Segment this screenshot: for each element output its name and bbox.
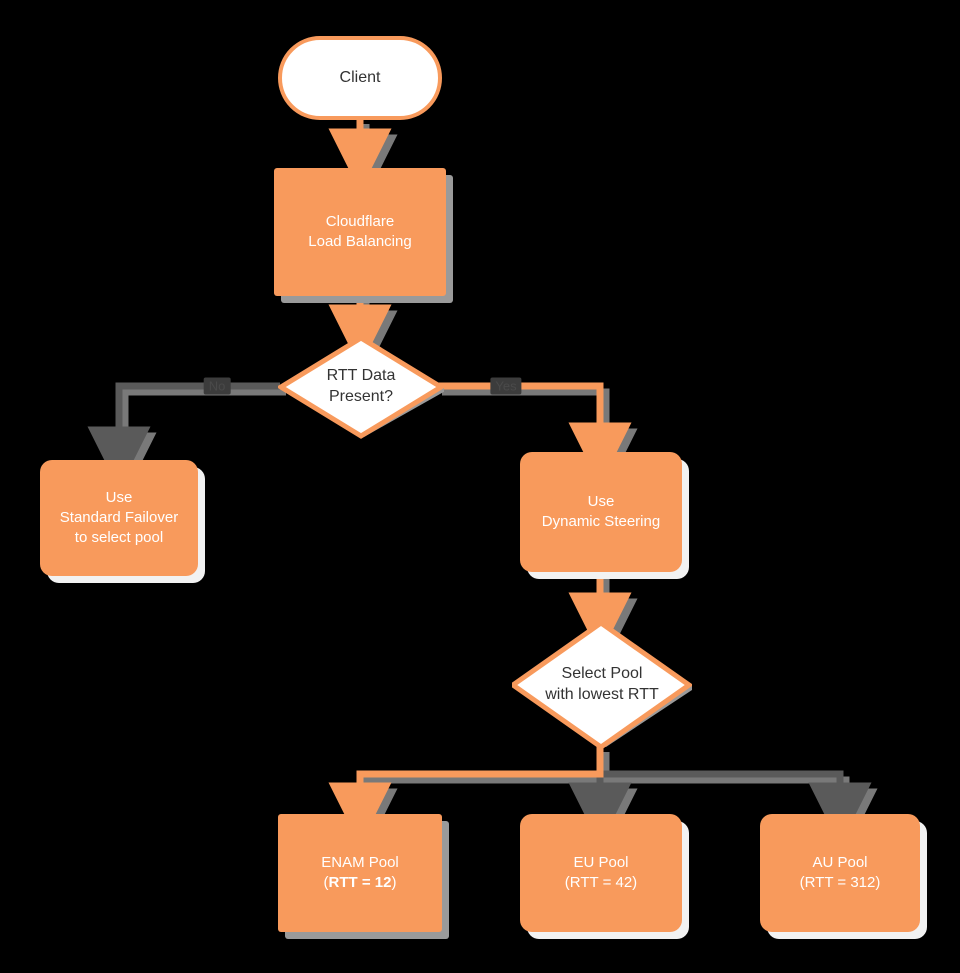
node-au-pool[interactable]: AU Pool (RTT = 312) xyxy=(760,814,920,932)
node-au-pool-line1: AU Pool xyxy=(812,853,868,871)
node-enam-pool[interactable]: ENAM Pool (RTT = 12) xyxy=(278,814,442,932)
node-enam-pool-line1: ENAM Pool xyxy=(321,853,399,871)
edge-shadow-select-enam xyxy=(334,752,610,852)
node-eu-pool-rtt-value: (RTT = 42) xyxy=(564,874,638,891)
node-standard-failover-label: Use Standard Failover to select pool xyxy=(52,486,186,551)
node-dynamic-steering-line2: Dynamic Steering xyxy=(541,513,661,530)
node-standard-failover-line1: Use xyxy=(105,488,133,506)
node-dynamic-steering[interactable]: Use Dynamic Steering xyxy=(520,452,682,572)
edge-rtt-to-dynamic-steering xyxy=(436,382,632,486)
node-rtt-decision[interactable]: RTT Data Present? xyxy=(278,334,444,440)
node-load-balancing-line1: Cloudflare xyxy=(325,212,395,230)
node-select-pool[interactable]: Select Pool with lowest RTT xyxy=(512,620,692,750)
node-au-pool-rtt-value: (RTT = 312) xyxy=(799,874,881,891)
edge-shadow-rtt-failover xyxy=(93,388,286,496)
edge-rtt-to-standard-failover xyxy=(87,382,280,490)
node-enam-pool-label: ENAM Pool (RTT = 12) xyxy=(313,851,407,896)
node-enam-pool-rtt-value: RTT = 12 xyxy=(328,874,392,891)
node-eu-pool-line1: EU Pool xyxy=(573,853,629,871)
node-eu-pool-label: EU Pool (RTT = 42) xyxy=(557,851,645,896)
node-enam-pool-paren-close: ) xyxy=(391,874,397,891)
node-load-balancing-label: Cloudflare Load Balancing xyxy=(300,210,419,255)
edge-label-no: No xyxy=(203,377,231,395)
node-standard-failover-line2: Standard Failover xyxy=(59,508,179,526)
node-dynamic-steering-label: Use Dynamic Steering xyxy=(534,490,668,535)
node-au-pool-label: AU Pool (RTT = 312) xyxy=(792,851,889,896)
node-enam-pool-paren-open: ( xyxy=(323,874,329,891)
node-eu-pool[interactable]: EU Pool (RTT = 42) xyxy=(520,814,682,932)
edge-shadow-rtt-dynamic xyxy=(442,388,638,492)
node-standard-failover[interactable]: Use Standard Failover to select pool xyxy=(40,460,198,576)
node-standard-failover-line3: to select pool xyxy=(74,529,164,547)
node-load-balancing-line2: Load Balancing xyxy=(308,233,412,250)
node-client[interactable]: Client xyxy=(278,36,442,120)
edge-shadow-select-au xyxy=(602,752,878,852)
edge-select-to-enam-pool xyxy=(328,746,604,846)
node-dynamic-steering-line1: Use xyxy=(587,492,615,510)
select-pool-shape xyxy=(512,620,692,750)
node-client-label: Client xyxy=(339,69,381,87)
edge-label-yes: Yes xyxy=(490,377,522,395)
node-load-balancing[interactable]: Cloudflare Load Balancing xyxy=(274,168,446,296)
rtt-decision-shape xyxy=(278,335,444,439)
